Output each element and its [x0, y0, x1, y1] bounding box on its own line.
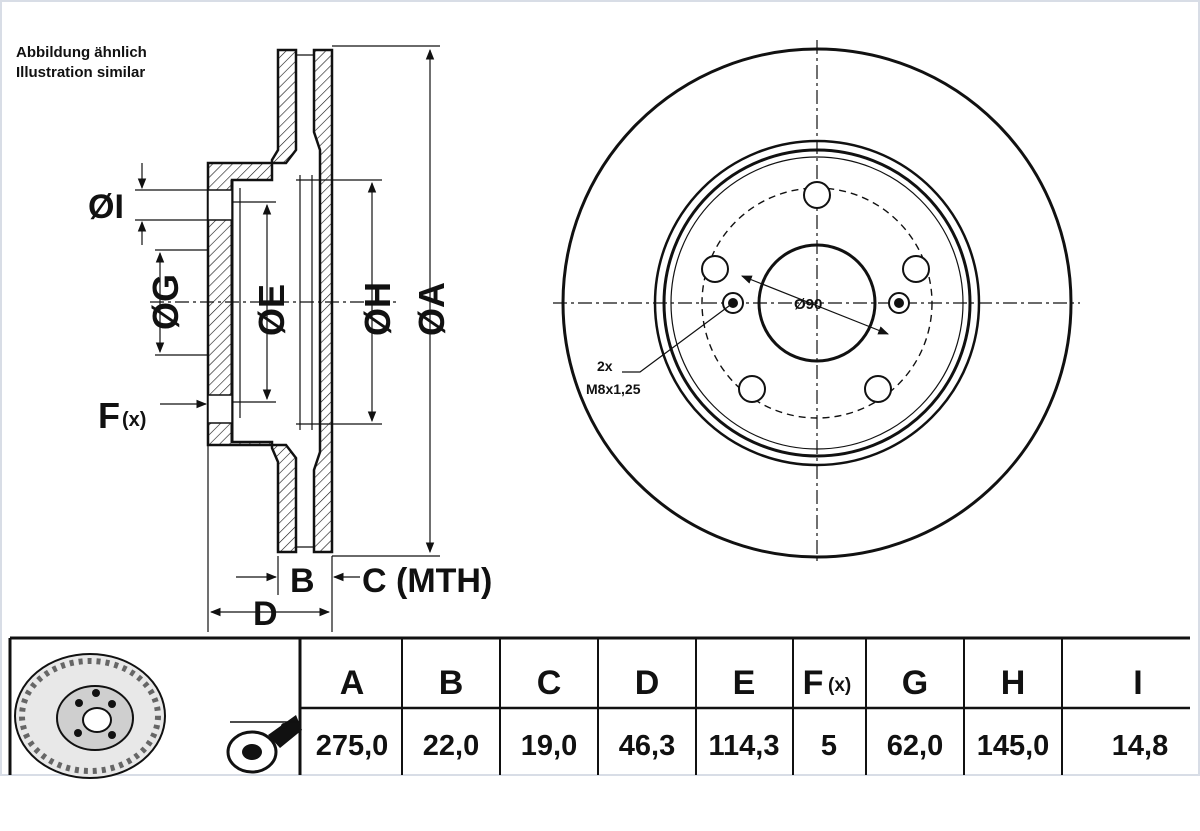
front-view: Ø90 2x M8x1,25 [553, 40, 1080, 565]
friction-plate [312, 48, 334, 554]
label-dim-A: ØA [411, 282, 452, 336]
header-C: C [537, 664, 562, 702]
wheel-bolt-hole [803, 181, 831, 209]
wheel-hub-icon [226, 715, 302, 774]
value-D: 46,3 [619, 730, 675, 762]
bolt-hole-section [207, 394, 233, 424]
wheel-bolt-hole [738, 375, 766, 403]
thread-leader [622, 302, 734, 373]
drawing-frame [0, 0, 1200, 776]
disc-thumbnail-image [14, 653, 166, 779]
header-F: F [803, 664, 824, 702]
illustration-note-en: Illustration similar [16, 64, 146, 81]
header-E: E [733, 664, 756, 702]
value-H: 145,0 [977, 730, 1050, 762]
header-F-suffix: (x) [828, 675, 851, 696]
label-dim-F: F [98, 395, 120, 436]
label-dim-F-suffix: (x) [122, 409, 146, 431]
label-dim-G: ØG [145, 274, 186, 330]
label-thread-spec: M8x1,25 [586, 381, 641, 397]
label-dim-C: C (MTH) [362, 562, 492, 600]
wheel-bolt-hole [864, 375, 892, 403]
value-E: 114,3 [709, 730, 780, 762]
label-thread-count: 2x [597, 358, 613, 374]
label-dim-D: D [253, 595, 278, 633]
value-A: 275,0 [316, 730, 389, 762]
header-H: H [1001, 664, 1026, 702]
wheel-bolt-hole [701, 255, 729, 283]
header-G: G [902, 664, 928, 702]
center-bore-dimension [740, 275, 890, 335]
label-dim-B: B [290, 562, 315, 600]
threaded-hole-core [894, 298, 904, 308]
header-D: D [635, 664, 660, 702]
spec-table: A B C D E F (x) G H I 275,0 22,0 19,0 46… [8, 636, 1190, 779]
value-B: 22,0 [423, 730, 479, 762]
header-A: A [340, 664, 365, 702]
label-center-bore: Ø90 [794, 296, 822, 313]
value-C: 19,0 [521, 730, 577, 762]
side-section-view: ØI ØG ØE ØH ØA F (x) B C (MTH) D [88, 45, 492, 633]
header-B: B [439, 664, 464, 702]
value-I: 14,8 [1112, 730, 1168, 762]
bolt-hole-section [207, 189, 233, 221]
illustration-note-de: Abbildung ähnlich [16, 44, 147, 61]
value-F: 5 [821, 730, 837, 762]
label-dim-I: ØI [88, 188, 124, 226]
label-dim-H: ØH [357, 282, 398, 336]
hat-section [206, 48, 298, 554]
label-dim-E: ØE [251, 284, 292, 336]
header-I: I [1133, 664, 1142, 702]
value-G: 62,0 [887, 730, 943, 762]
wheel-bolt-hole [902, 255, 930, 283]
